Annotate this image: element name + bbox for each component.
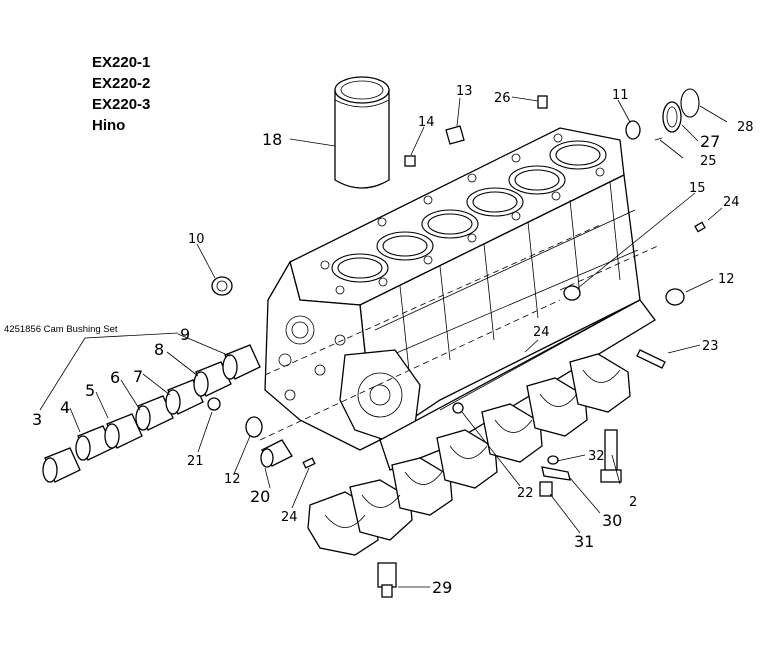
callout-31: 31 bbox=[574, 532, 594, 551]
callout-21: 21 bbox=[187, 454, 204, 469]
callout-9: 9 bbox=[180, 325, 190, 344]
main-bearing-caps bbox=[307, 353, 631, 556]
model-list: EX220-1 EX220-2 EX220-3 Hino bbox=[92, 52, 150, 136]
model-name: EX220-1 bbox=[92, 54, 151, 71]
model-name: EX220-2 bbox=[92, 75, 151, 92]
callout-4: 4 bbox=[60, 398, 70, 417]
callout-18: 18 bbox=[262, 130, 282, 149]
callout-24: 24 bbox=[723, 195, 740, 210]
callout-29: 29 bbox=[432, 578, 452, 597]
cylinder-block bbox=[264, 127, 656, 471]
callout-20: 20 bbox=[250, 487, 270, 506]
small-parts bbox=[207, 88, 706, 598]
callout-6: 6 bbox=[110, 368, 120, 387]
callout-23: 23 bbox=[702, 339, 719, 354]
callout-24: 24 bbox=[281, 510, 298, 525]
callout-28: 28 bbox=[737, 120, 754, 135]
callout-22: 22 bbox=[517, 486, 534, 501]
callout-5: 5 bbox=[85, 381, 95, 400]
callout-12: 12 bbox=[718, 272, 735, 287]
callout-12: 12 bbox=[224, 472, 241, 487]
callout-8: 8 bbox=[154, 340, 164, 359]
leader-lines bbox=[39, 96, 728, 588]
cylinder-liner bbox=[334, 76, 390, 189]
callout-25: 25 bbox=[700, 154, 717, 169]
callout-26: 26 bbox=[494, 91, 511, 106]
callout-numbers: 18 13 26 11 14 27 28 25 15 24 12 10 23 2… bbox=[32, 84, 754, 597]
callout-30: 30 bbox=[602, 511, 622, 530]
callout-3: 3 bbox=[32, 410, 42, 429]
model-name: EX220-3 bbox=[92, 96, 151, 113]
callout-10: 10 bbox=[188, 232, 205, 247]
callout-15: 15 bbox=[689, 181, 706, 196]
callout-32: 32 bbox=[588, 449, 605, 464]
model-name: Hino bbox=[92, 117, 126, 134]
callout-2: 2 bbox=[629, 495, 637, 510]
callout-14: 14 bbox=[418, 115, 435, 130]
callout-27: 27 bbox=[700, 132, 720, 151]
callout-11: 11 bbox=[612, 88, 629, 103]
cam-bushings bbox=[42, 344, 261, 483]
callout-24: 24 bbox=[533, 325, 550, 340]
callout-7: 7 bbox=[133, 367, 143, 386]
callout-13: 13 bbox=[456, 84, 473, 99]
cam-bushing-set-label: 4251856 Cam Bushing Set bbox=[4, 324, 118, 335]
